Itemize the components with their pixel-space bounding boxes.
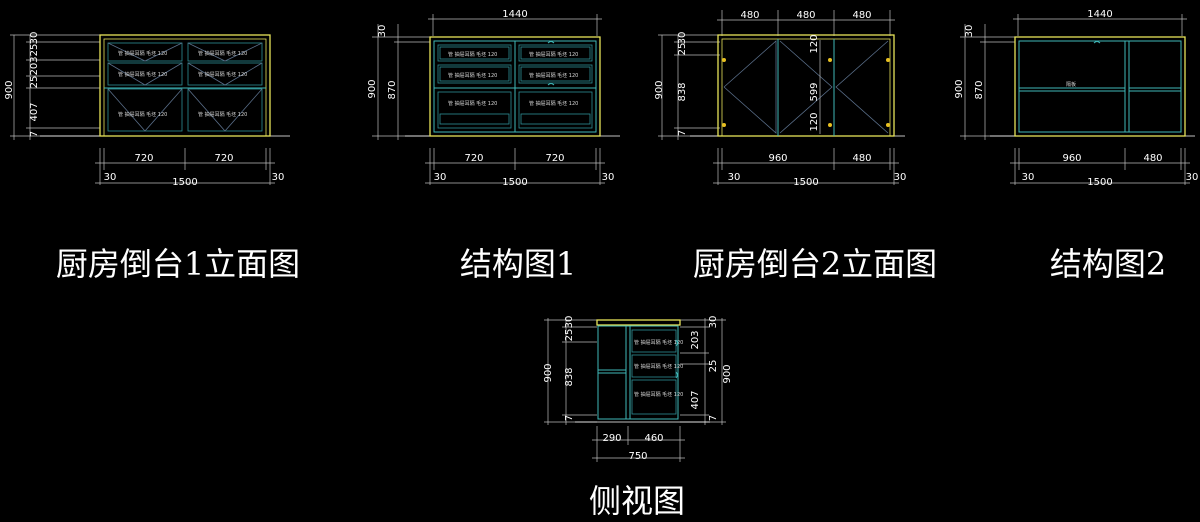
title-elevation-2: 厨房倒台2立面图 — [693, 245, 937, 283]
drawer-note: 管 抽屉耳隔 毛坯 120 — [118, 111, 167, 118]
dim-v25: 25 — [29, 44, 40, 57]
dim-v7: 7 — [708, 415, 719, 421]
dim-v599: 599 — [809, 82, 820, 101]
dim-h960: 960 — [768, 153, 787, 164]
title-elevation-1: 厨房倒台1立面图 — [56, 245, 300, 283]
dim-v870: 870 — [974, 80, 985, 99]
drawer-note: 管 抽屉耳隔 毛坯 120 — [198, 50, 247, 57]
dim-h30a: 30 — [728, 172, 741, 183]
dim-v25: 25 — [708, 360, 719, 373]
drawer-note: 管 抽屉耳隔 毛坯 120 — [448, 100, 497, 107]
dim-h1500: 1500 — [793, 177, 818, 188]
title-structure-1: 结构图1 — [460, 245, 576, 283]
dim-h30a: 30 — [1022, 172, 1035, 183]
dim-v30: 30 — [29, 32, 40, 45]
dim-v900: 900 — [543, 363, 554, 382]
dim-h750: 750 — [628, 451, 647, 462]
dim-h480: 480 — [1143, 153, 1162, 164]
drawer-note: 管 抽屉耳隔 毛坯 120 — [634, 339, 683, 346]
dim-h1500: 1500 — [172, 177, 197, 188]
dim-v30: 30 — [677, 32, 688, 45]
dim-v30: 30 — [964, 25, 975, 38]
drawer-note: 管 抽屉耳隔 毛坯 120 — [529, 51, 578, 58]
panel-note: 隔板 — [1066, 81, 1076, 88]
dim-h720a: 720 — [134, 153, 153, 164]
dim-h1440: 1440 — [502, 9, 527, 20]
dim-v7: 7 — [564, 415, 575, 421]
dim-h30b: 30 — [894, 172, 907, 183]
dim-v407: 407 — [690, 390, 701, 409]
dim-v30: 30 — [708, 316, 719, 329]
dim-v30: 30 — [564, 316, 575, 329]
drawer-note: 管 抽屉耳隔 毛坯 120 — [198, 71, 247, 78]
dim-v25b: 25 — [29, 76, 40, 89]
drawer-note: 管 抽屉耳隔 毛坯 120 — [118, 71, 167, 78]
title-side-view: 侧视图 — [589, 482, 685, 520]
dim-h720b: 720 — [214, 153, 233, 164]
dim-h480a: 480 — [740, 10, 759, 21]
dim-h460: 460 — [644, 433, 663, 444]
elevation-2: 30 25 838 7 900 480 480 480 120 599 120 — [654, 10, 937, 283]
dim-h480c: 480 — [852, 10, 871, 21]
dim-v870: 870 — [387, 80, 398, 99]
drawer-note: 管 抽屉耳隔 毛坯 120 — [118, 50, 167, 57]
drawer-note: 管 抽屉耳隔 毛坯 120 — [198, 111, 247, 118]
dim-h720b: 720 — [545, 153, 564, 164]
dim-h1440: 1440 — [1087, 9, 1112, 20]
dim-v30: 30 — [377, 25, 388, 38]
elevation-1: 30 25 203 25 407 7 900 管 抽屉耳隔 毛坯 120 管 抽… — [4, 32, 300, 283]
side-view: 30 25 838 7 900 30 203 25 407 7 900 管 抽屉… — [543, 316, 733, 520]
dim-v25: 25 — [677, 43, 688, 56]
dim-v7: 7 — [29, 131, 40, 137]
dim-v900: 900 — [367, 79, 378, 98]
dim-h30a: 30 — [104, 172, 117, 183]
dim-v25: 25 — [564, 329, 575, 342]
dim-v900: 900 — [4, 80, 15, 99]
dim-v900: 900 — [722, 364, 733, 383]
dim-h1500: 1500 — [1087, 177, 1112, 188]
structure-1: 30 900 870 1440 管 抽屉耳隔 毛坯 120 管 抽屉耳隔 毛坯 … — [367, 9, 620, 283]
dim-v900: 900 — [654, 80, 665, 99]
dim-v538: 838 — [564, 367, 575, 386]
dim-v120a: 120 — [809, 34, 820, 53]
drawer-note: 管 抽屉耳隔 毛坯 120 — [448, 51, 497, 58]
dim-v838: 838 — [677, 82, 688, 101]
dim-v203: 203 — [29, 56, 40, 75]
drawer-note: 管 抽屉耳隔 毛坯 120 — [634, 391, 683, 398]
dim-h30a: 30 — [434, 172, 447, 183]
dim-v120b: 120 — [809, 112, 820, 131]
dim-h480: 480 — [852, 153, 871, 164]
structure-2: 30 900 870 1440 隔板 960 480 1500 30 30 结构… — [954, 9, 1198, 283]
dim-h290: 290 — [602, 433, 621, 444]
dim-v900: 900 — [954, 79, 965, 98]
drawer-note: 管 抽屉耳隔 毛坯 120 — [529, 72, 578, 79]
dim-h30b: 30 — [1186, 172, 1199, 183]
dim-v407: 407 — [29, 102, 40, 121]
dim-v203: 203 — [690, 330, 701, 349]
drawer-note: 管 抽屉耳隔 毛坯 120 — [448, 72, 497, 79]
dim-h1500: 1500 — [502, 177, 527, 188]
dim-h960: 960 — [1062, 153, 1081, 164]
dim-h720a: 720 — [464, 153, 483, 164]
dim-h30b: 30 — [602, 172, 615, 183]
dim-h480b: 480 — [796, 10, 815, 21]
drawer-note: 管 抽屉耳隔 毛坯 120 — [529, 100, 578, 107]
drawer-note: 管 抽屉耳隔 毛坯 120 — [634, 363, 683, 370]
title-structure-2: 结构图2 — [1050, 245, 1166, 283]
dim-v7: 7 — [677, 130, 688, 136]
dim-h30b: 30 — [272, 172, 285, 183]
